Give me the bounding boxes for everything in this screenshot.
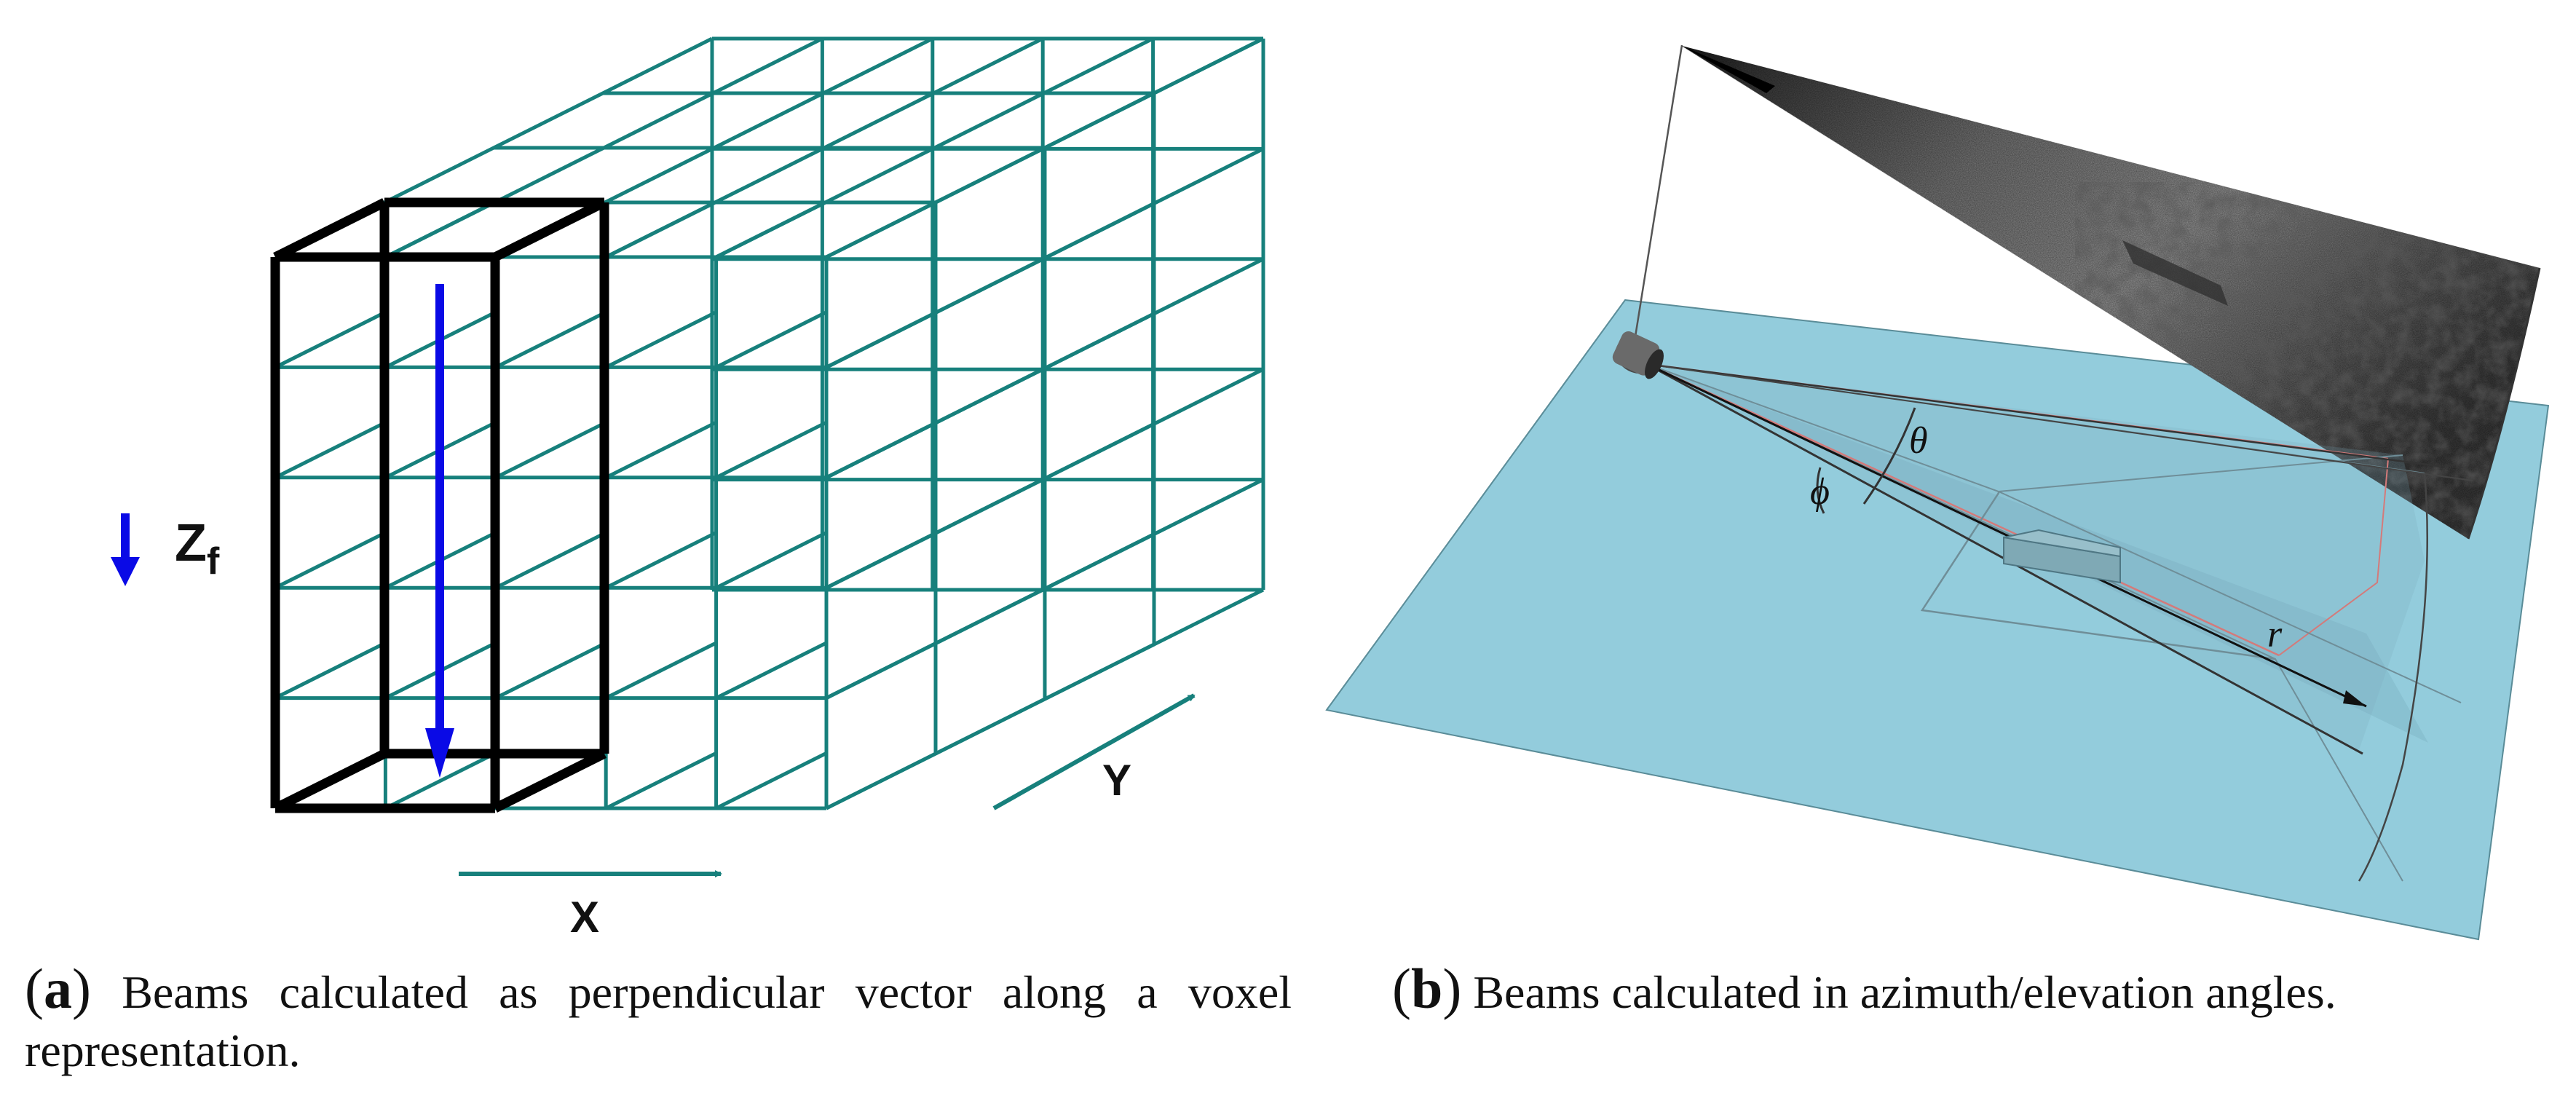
- grid-diagonal: [715, 421, 826, 480]
- grid-diagonal: [825, 751, 937, 810]
- grid-diagonal: [825, 642, 937, 700]
- sonar-tether-line: [1634, 44, 1683, 337]
- grid-diagonal: [825, 421, 937, 480]
- grid-diagonal: [605, 200, 716, 259]
- voxel-column-edge: [273, 749, 387, 813]
- grid-diagonal: [605, 421, 716, 480]
- grid-diagonal: [825, 531, 937, 590]
- grid-diagonal: [934, 697, 1046, 756]
- figure-svg: Zf X Y: [111, 36, 2550, 942]
- voxel-column-edge: [493, 749, 607, 813]
- elevation-arc: [1816, 467, 1825, 514]
- z-axis-arrow-icon: [111, 513, 140, 586]
- azimuth-arc: [1862, 407, 1916, 505]
- beam-vector-arrow: [425, 284, 454, 778]
- beam-vector-head: [425, 728, 454, 778]
- caption-a-text: Beams calculated as perpendicular vector…: [25, 966, 1292, 1076]
- grid-diagonal: [384, 200, 496, 259]
- grid-diagonal: [715, 531, 826, 590]
- grid-diagonal: [715, 311, 826, 369]
- grid-diagonal: [274, 421, 386, 480]
- y-axis-arrow-icon: [992, 693, 1196, 810]
- grid-diagonal: [494, 531, 606, 590]
- grid-diagonal: [274, 642, 386, 700]
- grid-diagonal: [494, 421, 606, 480]
- grid-diagonal: [934, 476, 1046, 535]
- panel-b-sonar-beam: θ ϕ r: [1325, 44, 2550, 941]
- grid-diagonal: [825, 311, 937, 369]
- voxel-grid: [273, 36, 1265, 810]
- beam-volume: [1646, 363, 2473, 882]
- grid-diagonal: [1043, 532, 1155, 591]
- grid-diagonal: [274, 531, 386, 590]
- grid-diagonal: [605, 311, 716, 369]
- grid-diagonal: [494, 311, 606, 369]
- grid-diagonal: [1043, 642, 1155, 701]
- grid-diagonal: [274, 311, 386, 369]
- grid-diagonal: [934, 587, 1046, 645]
- sonar-device-icon: [1612, 331, 1664, 379]
- caption-a-label: (a): [25, 957, 91, 1020]
- grid-diagonal: [825, 200, 937, 259]
- grid-diagonal: [1043, 91, 1155, 150]
- grid-diagonal: [605, 751, 716, 810]
- grid-diagonal: [494, 642, 606, 700]
- sonar-target-shadow: [2122, 240, 2228, 306]
- grid-diagonal: [384, 751, 496, 810]
- range-label: r: [2267, 614, 2283, 655]
- grid-diagonal: [934, 146, 1046, 205]
- grid-diagonal: [605, 642, 716, 700]
- grid-diagonal: [715, 200, 826, 259]
- caption-b: (b) Beams calculated in azimuth/elevatio…: [1392, 960, 2557, 1022]
- grid-diagonal: [1043, 312, 1155, 371]
- target-object: [2003, 529, 2121, 584]
- theta-label: θ: [1909, 420, 1928, 462]
- y-axis-label: Y: [1102, 756, 1131, 805]
- caption-a: (a) Beams calculated as perpendicular ve…: [25, 960, 1292, 1080]
- grid-diagonal: [1043, 202, 1155, 260]
- panel-a-voxel-grid: Zf X Y: [111, 36, 1265, 942]
- x-axis-label: X: [570, 893, 599, 942]
- grid-diagonal: [934, 256, 1046, 315]
- grid-diagonal: [605, 531, 716, 590]
- grid-diagonal: [934, 366, 1046, 425]
- voxel-column-edge: [493, 198, 607, 261]
- voxel-column-edge: [273, 198, 387, 261]
- caption-b-label: (b): [1392, 957, 1462, 1020]
- grid-diagonal: [715, 642, 826, 700]
- caption-b-text: Beams calculated in azimuth/elevation an…: [1473, 966, 2336, 1018]
- phi-label: ϕ: [1810, 471, 1830, 513]
- grid-diagonal: [715, 751, 826, 810]
- grid-diagonal: [1043, 422, 1155, 481]
- z-axis-label: Zf: [175, 514, 220, 583]
- voxel-column: [270, 197, 609, 813]
